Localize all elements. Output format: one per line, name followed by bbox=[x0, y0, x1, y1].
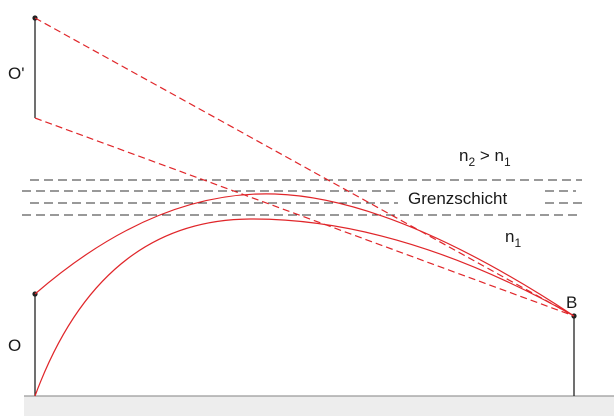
object-label: O bbox=[8, 336, 21, 355]
upper-medium-label: n2 > n1 bbox=[459, 146, 511, 169]
ray-from-object-base bbox=[34, 218, 575, 397]
image-label: O' bbox=[8, 64, 24, 83]
boundary-label: Grenzschicht bbox=[408, 189, 507, 208]
virtual-ray-top bbox=[34, 17, 575, 317]
virtual-rays bbox=[34, 17, 575, 317]
observer-label: B bbox=[566, 293, 577, 312]
virtual-ray-bottom bbox=[34, 117, 575, 317]
lower-medium-label: n1 bbox=[505, 227, 521, 250]
light-rays bbox=[34, 193, 575, 397]
ground bbox=[24, 396, 614, 416]
ray-from-object-top bbox=[34, 193, 575, 317]
boundary-layer bbox=[22, 179, 582, 216]
